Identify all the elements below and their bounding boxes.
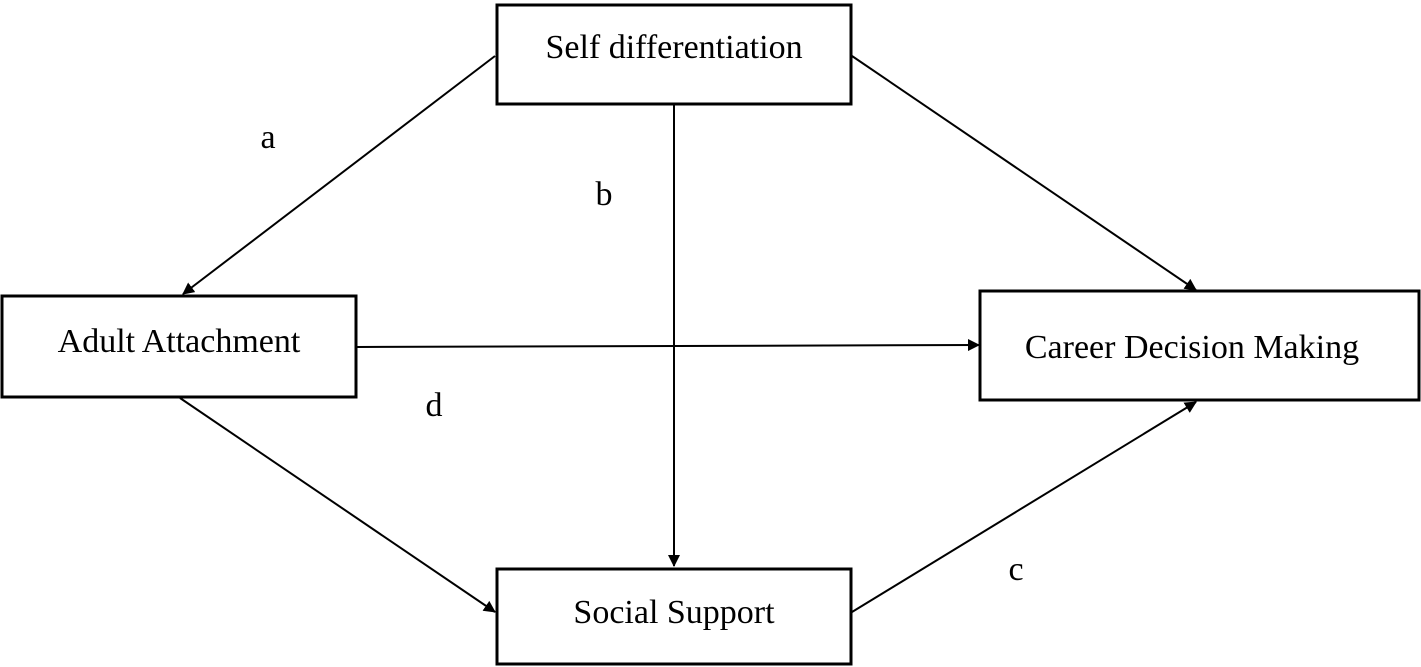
- node-self-differentiation: Self differentiation: [495, 3, 853, 106]
- node-career-decision-making-label: Career Decision Making: [1025, 329, 1359, 366]
- edge-adult-to-social: [179, 397, 496, 613]
- edge-self-to-adult: [182, 55, 496, 295]
- edge-label-b: b: [596, 176, 613, 213]
- node-adult-attachment: Adult Attachment: [0, 294, 358, 399]
- node-self-differentiation-label: Self differentiation: [545, 29, 802, 66]
- edge-label-d: d: [426, 387, 443, 424]
- edge-adult-to-career: [356, 339, 980, 352]
- edge-self-to-career: [851, 55, 1197, 291]
- node-adult-attachment-label: Adult Attachment: [58, 323, 301, 360]
- edge-social-to-career: [851, 401, 1197, 613]
- node-social-support-label: Social Support: [573, 594, 775, 631]
- node-social-support: Social Support: [495, 567, 853, 666]
- edge-label-c: c: [1008, 551, 1023, 588]
- node-career-decision-making: Career Decision Making: [978, 289, 1421, 402]
- edge-label-a: a: [260, 119, 275, 156]
